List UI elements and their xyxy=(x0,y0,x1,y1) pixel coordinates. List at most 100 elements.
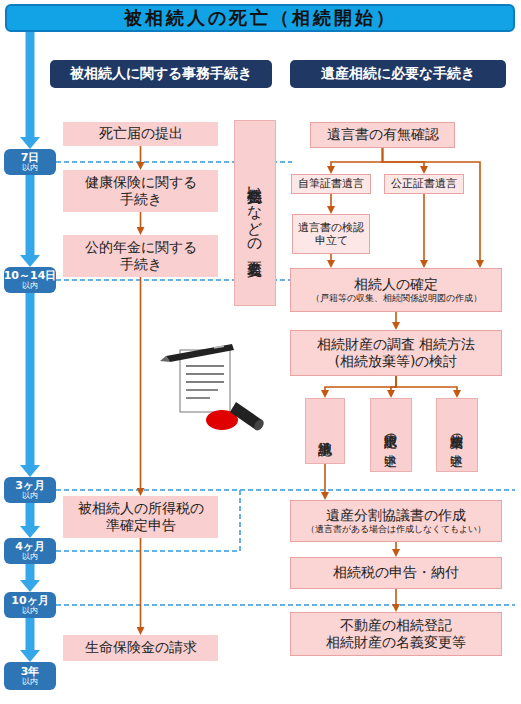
deadline-text: 10～14日 xyxy=(4,270,57,282)
deadline-text: 以内 xyxy=(22,607,38,615)
box-text: 生命保険金の請求 xyxy=(85,639,197,657)
procedure-box: 相続税の申告・納付 xyxy=(290,557,502,589)
will-type-box: 公正証書遺言 xyxy=(384,174,464,194)
deadline-text: 7日 xyxy=(21,152,40,164)
procedure-box: 不動産の相続登記 相続財産の名義変更等 xyxy=(290,612,502,656)
column-header: 被相続人に関する事務手続き xyxy=(50,60,272,88)
deadline-badge: 3ヶ月以内 xyxy=(4,477,56,503)
flow-arrow xyxy=(140,277,142,488)
deadline-text: 以内 xyxy=(22,282,38,290)
will-type-box: 自筆証書遺言 xyxy=(291,174,371,194)
pen-clip xyxy=(214,345,224,349)
box-text: 被相続人に関する事務手続き xyxy=(70,65,252,83)
deadline-badge: 7日以内 xyxy=(4,149,56,175)
deadline-text: 以内 xyxy=(22,164,38,172)
flow-arrow xyxy=(331,148,383,166)
vertical-box: 限定承認の 申述 xyxy=(370,398,412,472)
flow-arrow xyxy=(383,148,481,260)
procedure-box: 遺言書の有無確認 xyxy=(310,122,455,148)
flow-arrow xyxy=(140,538,142,627)
flow-arrow xyxy=(324,464,326,492)
box-text: 遺言書の検認 申立て xyxy=(295,221,367,247)
timeline-arrow xyxy=(26,503,35,526)
timeline-arrow xyxy=(26,564,35,580)
procedure-box: 相続財産の調査 相続方法(相続放棄等)の検討 xyxy=(290,330,502,376)
box-text: 自筆証書遺言 xyxy=(298,177,364,190)
note-text: （遺言書がある場合は作成しなくてもよい） xyxy=(306,524,486,535)
timeline-arrow xyxy=(26,618,35,650)
vertical-box: 公共料金支払いなどの 名義変更 xyxy=(234,120,276,306)
deadline-text: 以内 xyxy=(22,492,38,500)
will-type-box: 遺言書の検認 申立て xyxy=(292,214,370,254)
deadline-text: 3年 xyxy=(21,666,40,678)
box-text: 公共料金支払いなどの 名義変更 xyxy=(246,124,264,302)
deadline-badge: 4ヶ月以内 xyxy=(4,538,56,564)
box-text: 被相続人の死亡（相続開始） xyxy=(124,7,397,30)
vertical-box: 相続放棄の 申述 xyxy=(436,398,478,472)
box-text: 相続放棄の 申述 xyxy=(449,402,465,468)
procedure-box: 被相続人の所得税の 準確定申告 xyxy=(63,496,218,538)
flow-arrow xyxy=(396,376,457,390)
deadline-badge: 10～14日以内 xyxy=(4,267,56,293)
stamp-end xyxy=(252,418,265,432)
note-text: （戸籍等の収集、相続関係説明図の作成） xyxy=(311,293,482,304)
deadline-text: 4ヶ月 xyxy=(15,541,45,553)
box-text: 不動産の相続登記 相続財産の名義変更等 xyxy=(297,617,495,652)
deadline-badge: 10ヶ月以内 xyxy=(4,592,56,618)
flow-arrow xyxy=(391,376,396,390)
flow-arrow xyxy=(140,146,142,162)
box-text: 相続税の申告・納付 xyxy=(333,564,459,582)
box-text: 公的年金に関する 手続き xyxy=(71,239,210,274)
paper-line xyxy=(186,381,224,382)
deadline-text: 3ヶ月 xyxy=(15,480,45,492)
flow-arrow xyxy=(395,542,397,549)
deadline-dashed-line xyxy=(56,490,240,551)
paper-line xyxy=(186,373,224,374)
start-banner: 被相続人の死亡（相続開始） xyxy=(5,4,515,32)
paper-sheet xyxy=(180,350,230,412)
procedure-box: 健康保険に関する 手続き xyxy=(63,170,218,212)
box-text: 遺産分割協議書の作成 xyxy=(326,507,466,525)
document-illustration xyxy=(160,344,266,432)
box-text: 相続財産の調査 相続方法(相続放棄等)の検討 xyxy=(297,336,495,371)
deadline-text: 以内 xyxy=(22,678,38,686)
flow-arrow xyxy=(395,312,397,322)
procedure-box: 生命保険金の請求 xyxy=(63,635,218,661)
procedure-box: 相続人の確定（戸籍等の収集、相続関係説明図の作成） xyxy=(290,268,502,312)
flow-arrow xyxy=(325,376,396,390)
timeline-arrow xyxy=(26,32,35,137)
deadline-badge: 3年以内 xyxy=(4,662,56,690)
deadline-dashed-line xyxy=(56,489,515,491)
flow-arrow xyxy=(383,148,425,166)
column-header: 遺産相続に必要な手続き xyxy=(290,60,506,88)
timeline-arrow xyxy=(26,175,35,255)
procedure-box: 公的年金に関する 手続き xyxy=(63,235,218,277)
box-text: 死亡届の提出 xyxy=(99,125,183,143)
box-text: 被相続人の所得税の 準確定申告 xyxy=(71,500,210,535)
box-text: 遺言書の有無確認 xyxy=(327,126,439,144)
deadline-text: 以内 xyxy=(22,553,38,561)
deadline-text: 10ヶ月 xyxy=(11,595,48,607)
pen-tip xyxy=(160,356,170,362)
box-text: 公正証書遺言 xyxy=(391,177,457,190)
box-text: 限定承認の 申述 xyxy=(383,402,399,468)
flow-arrow xyxy=(330,254,332,260)
box-text: 健康保険に関する 手続き xyxy=(71,174,210,209)
box-text: 単純承認 xyxy=(317,402,334,460)
procedure-box: 遺産分割協議書の作成（遺言書がある場合は作成しなくてもよい） xyxy=(290,500,502,542)
box-text: 遺産相続に必要な手続き xyxy=(321,65,475,83)
box-text: 相続人の確定 xyxy=(354,276,438,294)
flow-arrow xyxy=(423,194,425,260)
flow-arrow xyxy=(395,589,397,604)
paper-line xyxy=(186,365,224,366)
flow-arrow xyxy=(140,212,142,227)
paper-line xyxy=(186,389,218,390)
pen-body xyxy=(166,344,234,362)
timeline-arrow xyxy=(26,293,35,465)
paper-line xyxy=(186,397,210,398)
flow-arrow xyxy=(330,194,332,206)
procedure-box: 死亡届の提出 xyxy=(63,122,218,146)
deadline-dashed-line xyxy=(56,604,515,606)
vertical-box: 単純承認 xyxy=(305,398,345,464)
